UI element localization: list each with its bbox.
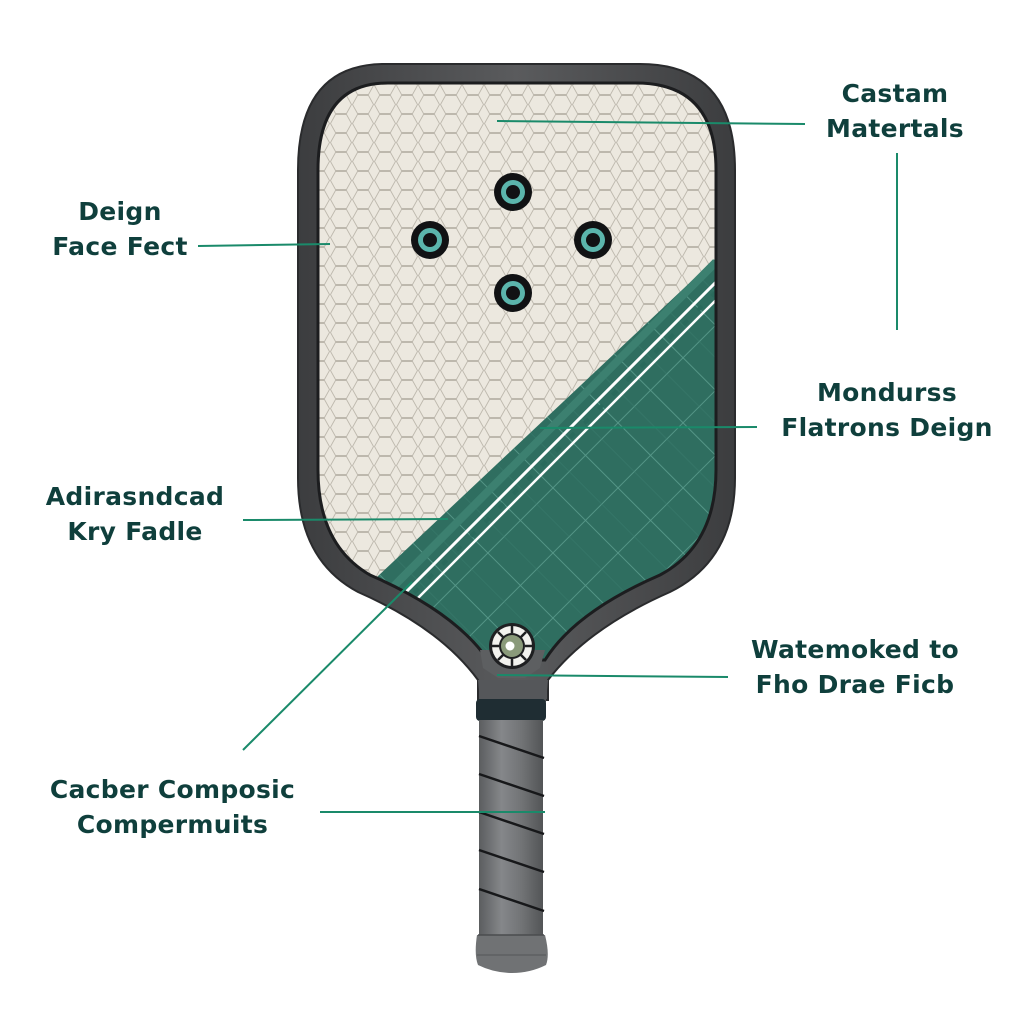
leader-diagonal: [242, 581, 413, 751]
leader-design-face: [197, 243, 331, 247]
dot-icon: [574, 221, 612, 259]
dot-icon: [494, 173, 532, 211]
label-line: Castam: [841, 79, 949, 108]
label-line: Adirasndcad: [45, 482, 225, 511]
label-line: Fho Drae Ficb: [755, 670, 955, 699]
label-line: Watemoked to: [751, 635, 959, 664]
label-line: Face Fect: [52, 232, 188, 261]
dot-icon: [411, 221, 449, 259]
label-line: Cacber Composic: [49, 775, 296, 804]
label-design-face-fect: Deign Face Fect: [30, 194, 210, 264]
paddle-face: [318, 83, 716, 660]
throat-emblem-icon: [489, 623, 535, 669]
label-adirasndcad-kry-fadle: Adirasndcad Kry Fadle: [30, 479, 240, 549]
leader-mondurss: [539, 426, 758, 429]
grip: [475, 720, 548, 973]
grip-collar: [476, 699, 546, 721]
face-dots: [411, 173, 612, 312]
dot-icon: [494, 274, 532, 312]
label-line: Compermuits: [76, 810, 269, 839]
leader-adirasndcad: [242, 518, 449, 521]
label-castam-materials: Castam Matertals: [790, 76, 1000, 146]
label-line: Flatrons Deign: [781, 413, 993, 442]
leader-lines: [197, 120, 898, 813]
leader-watemoked: [496, 674, 729, 678]
grip-wraps: [478, 734, 545, 913]
label-line: Kry Fadle: [67, 517, 203, 546]
label-line: Matertals: [826, 114, 964, 143]
label-cacber-composic-compermuits: Cacber Composic Compermuits: [30, 772, 315, 842]
label-mondurss-flatrons-design: Mondurss Flatrons Deign: [762, 375, 1012, 445]
label-line: Deign: [78, 197, 162, 226]
label-line: Mondurss: [816, 378, 958, 407]
leader-castam: [496, 120, 806, 125]
label-watemoked-to-fho-drae-ficb: Watemoked to Fho Drae Ficb: [735, 632, 975, 702]
